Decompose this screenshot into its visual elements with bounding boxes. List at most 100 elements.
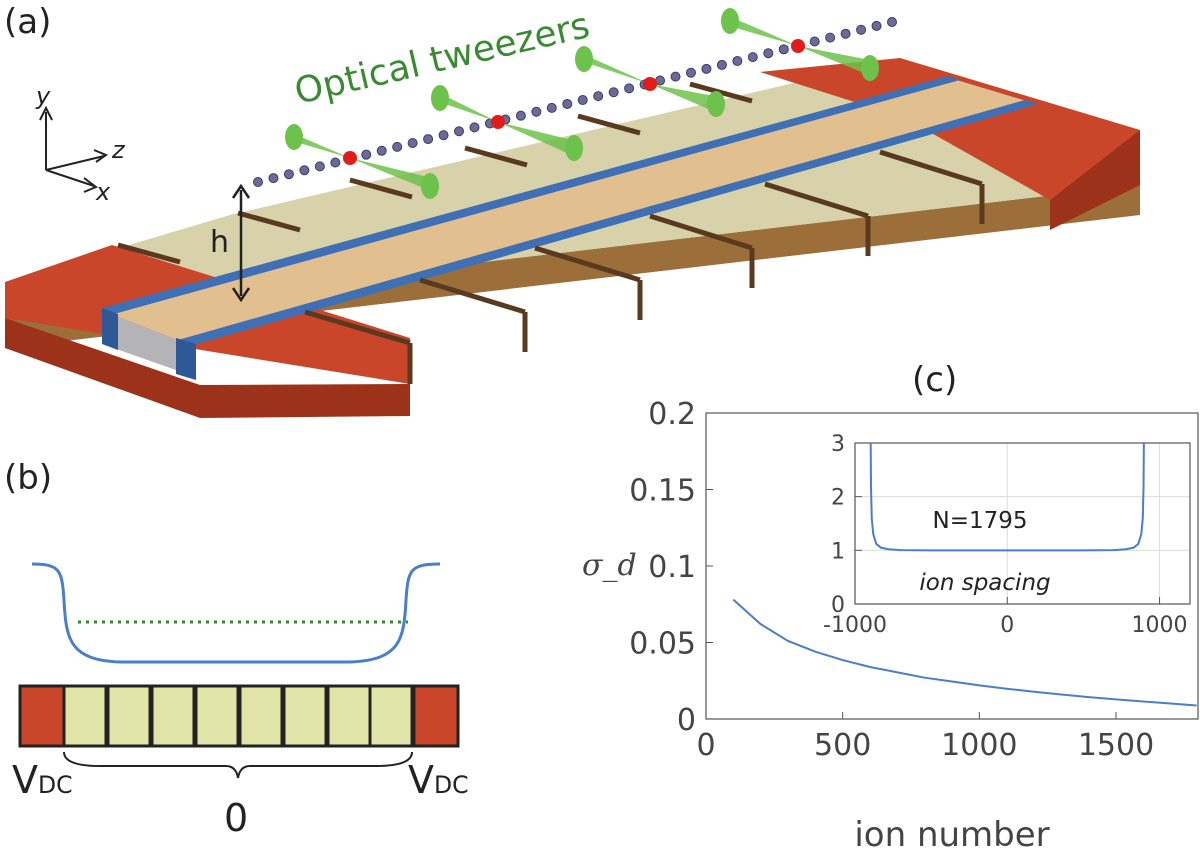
y-tick-label-0: 0 xyxy=(831,593,845,618)
segment-electrode-3 xyxy=(150,684,196,748)
ion-24 xyxy=(608,87,619,98)
rf-rail-back xyxy=(102,76,960,314)
plot-area xyxy=(855,443,1190,604)
panel-a-label: (a) xyxy=(4,2,52,42)
tweezer-beam-2 xyxy=(431,85,583,161)
ion-39 xyxy=(840,28,851,39)
left-end-electrode-front xyxy=(5,282,410,418)
segment-electrode-2 xyxy=(106,684,152,748)
ion-1 xyxy=(253,177,263,187)
ion-20 xyxy=(546,102,557,113)
segment-electrode-1 xyxy=(62,684,108,748)
ion-32 xyxy=(732,56,743,67)
ion-42 xyxy=(887,17,897,27)
ion-40 xyxy=(856,24,867,35)
y-tick-label-1: 0.05 xyxy=(629,626,696,661)
tweezed-ion-3 xyxy=(643,77,657,91)
voltage-right-main: V xyxy=(408,758,434,802)
x-tick-label-3: 1500 xyxy=(1078,728,1154,763)
segment-electrode-7 xyxy=(326,684,372,748)
ion-19 xyxy=(531,106,542,117)
ion-10 xyxy=(392,141,403,152)
voltage-left-sub: DC xyxy=(38,771,73,799)
tweezer-beam-4 xyxy=(721,8,879,81)
axis-triad xyxy=(39,105,109,193)
x-tick-label-2: 1000 xyxy=(941,728,1017,763)
segment-electrode-4 xyxy=(194,684,240,748)
ion-15 xyxy=(469,122,480,133)
tweezer-beam-1 xyxy=(285,124,439,199)
ion-37 xyxy=(809,36,820,47)
y-tick-label-0: 0 xyxy=(677,703,696,738)
inset-annotation-n: N=1795 xyxy=(932,508,1027,534)
right-end-electrode-front xyxy=(1050,130,1140,230)
ion-31 xyxy=(716,59,727,70)
ion-5 xyxy=(314,161,325,172)
ion-35 xyxy=(778,44,789,55)
ion-14 xyxy=(454,126,465,137)
segment-dividers xyxy=(117,81,985,384)
axis-x-label: x xyxy=(95,178,111,206)
height-label: h xyxy=(210,225,229,260)
axis-z-label: z xyxy=(111,136,126,164)
tweezed-ion-2 xyxy=(491,115,505,129)
segment-electrode-8 xyxy=(368,684,414,748)
panel-b-label: (b) xyxy=(4,458,53,498)
center-brace xyxy=(63,751,413,779)
ion-3 xyxy=(283,169,294,180)
end-electrode-left xyxy=(18,684,66,748)
ion-12 xyxy=(423,134,434,145)
x-tick-label-0: -1000 xyxy=(823,613,887,638)
voltage-left-main: V xyxy=(12,758,38,802)
axis-y-label: y xyxy=(35,82,51,110)
ion-4 xyxy=(299,165,310,176)
panel-c-label: (c) xyxy=(912,360,958,400)
x-tick-label-1: 0 xyxy=(1000,613,1014,638)
y-axis-label: σ_d xyxy=(582,548,637,583)
y-tick-label-2: 2 xyxy=(831,486,845,511)
rf-rail-back-face xyxy=(102,308,118,350)
x-tick-label-2: 1000 xyxy=(1132,613,1188,638)
ion-18 xyxy=(515,110,526,121)
y-tick-label-3: 0.15 xyxy=(629,473,696,508)
ion-21 xyxy=(562,98,573,109)
tweezer-beams xyxy=(285,8,879,199)
ion-38 xyxy=(825,32,836,43)
voltage-right-label: VDC xyxy=(408,758,469,802)
x-tick-label-1: 500 xyxy=(814,728,871,763)
rf-rail-front xyxy=(178,100,1038,346)
tweezer-beam-3 xyxy=(575,46,725,117)
potential-diagram xyxy=(31,562,441,664)
ion-28 xyxy=(670,71,681,82)
y-tick-label-1: 1 xyxy=(831,539,845,564)
tweezed-ion-1 xyxy=(343,151,357,165)
tweezed-ion-4 xyxy=(791,39,805,53)
y-tick-label-4: 0.2 xyxy=(648,397,696,432)
ion-29 xyxy=(685,67,696,78)
y-tick-label-2: 0.1 xyxy=(648,550,696,585)
rf-rail-front-face xyxy=(176,338,196,380)
ion-2 xyxy=(268,173,279,184)
center-rail xyxy=(105,78,1030,345)
ion-6 xyxy=(330,157,341,168)
segment-electrode-5 xyxy=(238,684,284,748)
voltage-right-sub: DC xyxy=(434,771,469,799)
center-zero-label: 0 xyxy=(224,796,249,840)
ion-13 xyxy=(438,130,449,141)
ion-34 xyxy=(763,48,774,59)
trap-chip xyxy=(5,58,1140,418)
y-tick-label-3: 3 xyxy=(831,432,845,457)
ion-41 xyxy=(871,20,882,31)
series-line-0 xyxy=(732,598,1197,707)
ion-23 xyxy=(593,91,604,102)
ion-11 xyxy=(407,137,418,148)
potential-curve xyxy=(31,562,441,664)
ion-25 xyxy=(624,83,635,94)
ion-30 xyxy=(701,63,712,74)
segment-electrode-6 xyxy=(282,684,328,748)
ion-22 xyxy=(577,95,588,106)
voltage-left-label: VDC xyxy=(12,758,73,802)
height-arrow xyxy=(231,183,251,303)
